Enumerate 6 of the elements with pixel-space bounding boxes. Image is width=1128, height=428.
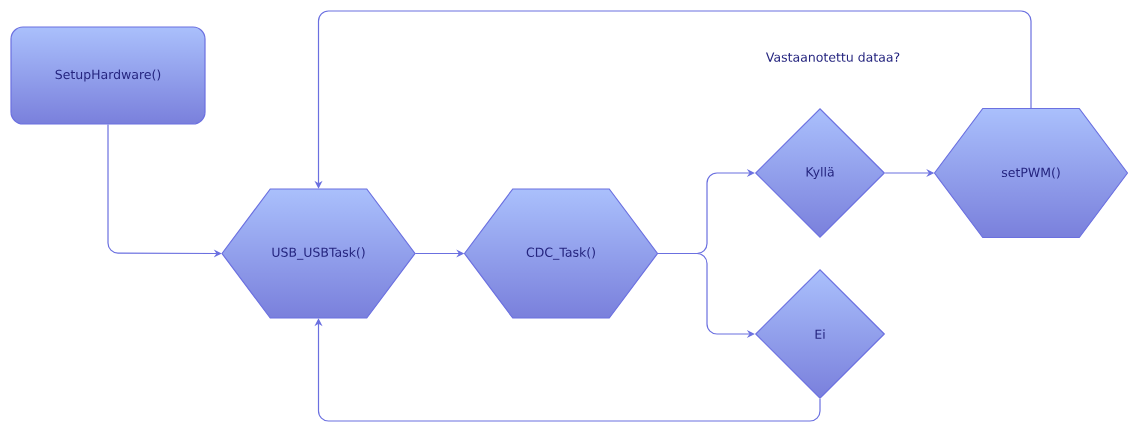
process-hexagon: setPWM() [933, 107, 1128, 239]
question-label: Vastaanotettu dataa? [765, 52, 900, 62]
process-hexagon: USB_USBTask() [221, 188, 416, 319]
process-box: SetupHardware() [10, 26, 206, 125]
process-hexagon: CDC_Task() [463, 188, 659, 319]
arrow [314, 318, 821, 422]
